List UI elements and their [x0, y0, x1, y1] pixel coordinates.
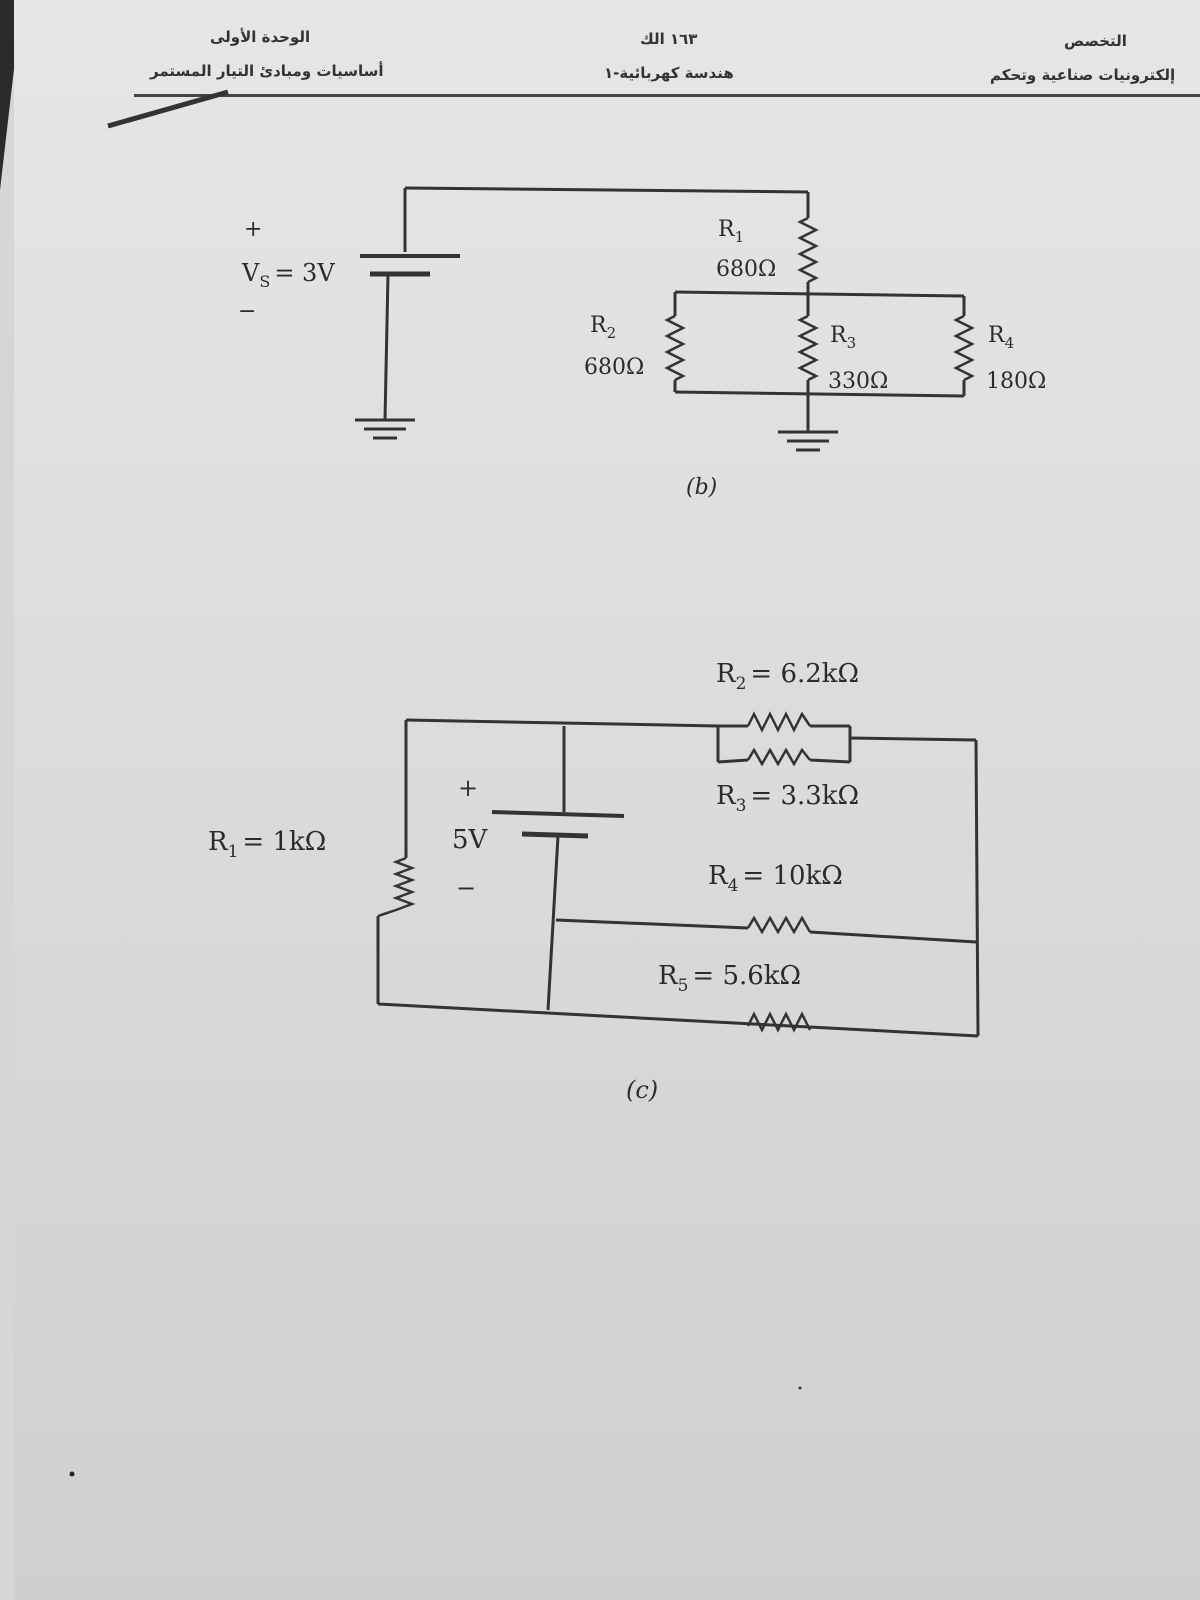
resistor-b-r2: [664, 314, 686, 382]
label-c-r1-name: R: [208, 827, 229, 857]
label-c-r5-name: R: [658, 961, 679, 991]
paper-sheet: الوحدة الأولى أساسيات ومبادئ التيار المس…: [14, 0, 1200, 1600]
wire-b-battery-ground: [383, 273, 390, 421]
label-b-r2-sub: 2: [607, 324, 617, 342]
caption-c: (c): [626, 1076, 658, 1104]
label-b-source-sub: S: [259, 272, 270, 291]
resistor-c-r1: [377, 856, 416, 918]
label-c-r1: R1= 1kΩ: [208, 827, 326, 862]
label-b-r1-name: R: [718, 217, 736, 242]
wire-c-r4-right: [809, 930, 977, 944]
label-b-source: VS= 3V: [241, 259, 335, 291]
header-course-code: ١٦٣ الك: [640, 30, 698, 48]
label-b-r1-value: 680Ω: [716, 257, 776, 282]
resistor-b-r3: [797, 314, 819, 382]
label-c-r2-sub: 2: [736, 674, 747, 694]
label-b-source-minus: −: [238, 299, 256, 324]
paper-speck: [69, 1471, 75, 1477]
header-course-title: هندسة كهربائية-١: [604, 64, 734, 82]
wire-c-top-right: [849, 736, 977, 742]
wire-c-r4-left: [555, 918, 749, 930]
ground-b-center: [778, 430, 838, 452]
label-c-r4-sub: 4: [728, 876, 739, 896]
wire-c-top-left: [405, 718, 719, 728]
wire-c-right: [974, 739, 980, 1037]
label-c-source-plus: +: [458, 774, 478, 802]
ground-b-left: [355, 418, 415, 440]
label-c-r1-sub: 1: [228, 842, 239, 862]
circuit-c: R1= 1kΩ + 5V − R2= 6.2kΩ R3= 3.3kΩ R4= 1…: [208, 659, 980, 1104]
label-b-r4-value: 180Ω: [986, 369, 1046, 394]
header-major: إلكترونيات صناعية وتحكم: [990, 66, 1176, 84]
resistor-c-r5: [746, 1011, 812, 1033]
header-fold-line: [107, 89, 229, 129]
wire-c-battery-bottom: [546, 835, 560, 1011]
label-b-r4-sub: 4: [1005, 334, 1015, 352]
header-major-label: التخصص: [1064, 32, 1127, 50]
label-b-source-plus: +: [244, 217, 262, 242]
wire-c-bottom: [377, 1002, 979, 1038]
label-c-r2-value: = 6.2kΩ: [750, 659, 859, 689]
label-b-r3-value: 330Ω: [828, 369, 888, 394]
label-c-r5-value: = 5.6kΩ: [692, 961, 801, 991]
label-b-r3-sub: 3: [847, 334, 857, 352]
battery-c-positive-plate: [491, 810, 625, 818]
resistor-c-r3: [746, 747, 811, 767]
header-unit: الوحدة الأولى: [210, 28, 311, 46]
paper-speck: [798, 1386, 802, 1390]
label-c-r3-value: = 3.3kΩ: [750, 781, 859, 811]
label-b-r4-name: R: [988, 323, 1006, 348]
resistor-c-r4: [746, 915, 812, 935]
label-b-r1-sub: 1: [735, 228, 745, 246]
label-c-r3-sub: 3: [736, 796, 747, 816]
label-c-source-value: 5V: [452, 825, 489, 855]
label-b-r1: R1: [718, 217, 744, 246]
label-c-r4: R4= 10kΩ: [708, 861, 843, 896]
label-b-r2-value: 680Ω: [584, 355, 644, 380]
label-c-r5-sub: 5: [678, 976, 689, 996]
wire-c-r3-left: [717, 758, 749, 764]
wire-b-parallel-bottom: [674, 390, 965, 398]
wire-b-top: [404, 186, 809, 194]
label-b-r3: R3: [830, 323, 856, 352]
label-c-r2: R2= 6.2kΩ: [716, 659, 859, 694]
label-c-r4-name: R: [708, 861, 729, 891]
label-b-r2-name: R: [590, 313, 608, 338]
resistor-c-r2: [746, 711, 812, 733]
label-c-r5: R5= 5.6kΩ: [658, 961, 801, 996]
label-c-r3: R3= 3.3kΩ: [716, 781, 859, 816]
label-b-r4: R4: [988, 323, 1014, 352]
resistor-b-r4: [953, 314, 975, 382]
circuit-b: + VS= 3V − R1 680Ω R2 680Ω R3 330Ω R4 18…: [238, 186, 1046, 500]
header-rule: [134, 94, 1200, 97]
label-c-source-minus: −: [456, 874, 476, 902]
battery-c-negative-plate: [521, 831, 589, 839]
label-c-r3-name: R: [716, 781, 737, 811]
wire-b-parallel-top: [674, 290, 965, 298]
header-unit-subtitle: أساسيات ومبادئ التيار المستمر: [150, 62, 384, 80]
caption-b: (b): [686, 475, 717, 500]
label-b-source-value: = 3V: [274, 259, 335, 287]
label-b-r2: R2: [590, 313, 616, 342]
label-b-source-name: V: [241, 259, 260, 287]
label-c-r1-value: = 1kΩ: [242, 827, 326, 857]
wire-c-r3-right: [809, 758, 851, 764]
resistor-b-r1: [797, 216, 819, 284]
label-c-r2-name: R: [716, 659, 737, 689]
label-b-r3-name: R: [830, 323, 848, 348]
label-c-r4-value: = 10kΩ: [742, 861, 842, 891]
